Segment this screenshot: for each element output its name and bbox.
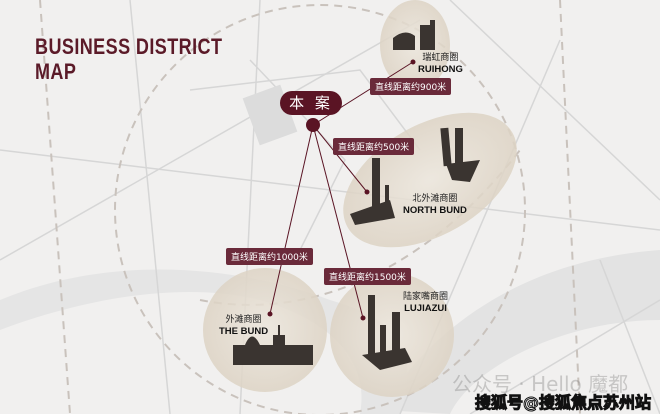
district-cn: 外滩商圈	[225, 315, 262, 325]
distance-label-the-bund: 直线距离约1000米	[226, 248, 313, 265]
district-dots	[267, 59, 416, 321]
district-en: LUJIAZUI	[404, 303, 447, 314]
wechat-watermark: 公众号 · Hello 魔都	[452, 372, 629, 396]
distance-label-north-bund: 直线距离约500米	[333, 138, 415, 155]
title-line2: MAP	[35, 59, 77, 84]
title-line1: BUSINESS DISTRICT	[35, 34, 223, 59]
district-cn: 陆家嘴商圈	[403, 292, 449, 302]
district-cn: 北外滩商圈	[412, 194, 458, 204]
project-marker[interactable]: 本 案	[280, 91, 342, 115]
district-en: THE BUND	[219, 326, 269, 337]
map-title: BUSINESS DISTRICT MAP	[35, 34, 222, 84]
building-silhouettes	[233, 20, 480, 370]
district-en: NORTH BUND	[403, 205, 467, 216]
north-bund-area	[343, 112, 517, 248]
distance-label-lujiazui: 直线距离约1500米	[324, 268, 411, 285]
district-cn: 瑞虹商圈	[422, 53, 459, 63]
district-en: RUIHONG	[418, 64, 463, 75]
river	[380, 250, 660, 414]
distance-label-ruihong: 直线距离约900米	[370, 78, 452, 95]
sohu-watermark: 搜狐号@搜狐焦点苏州站	[474, 393, 652, 413]
connector-lines	[269, 61, 414, 319]
